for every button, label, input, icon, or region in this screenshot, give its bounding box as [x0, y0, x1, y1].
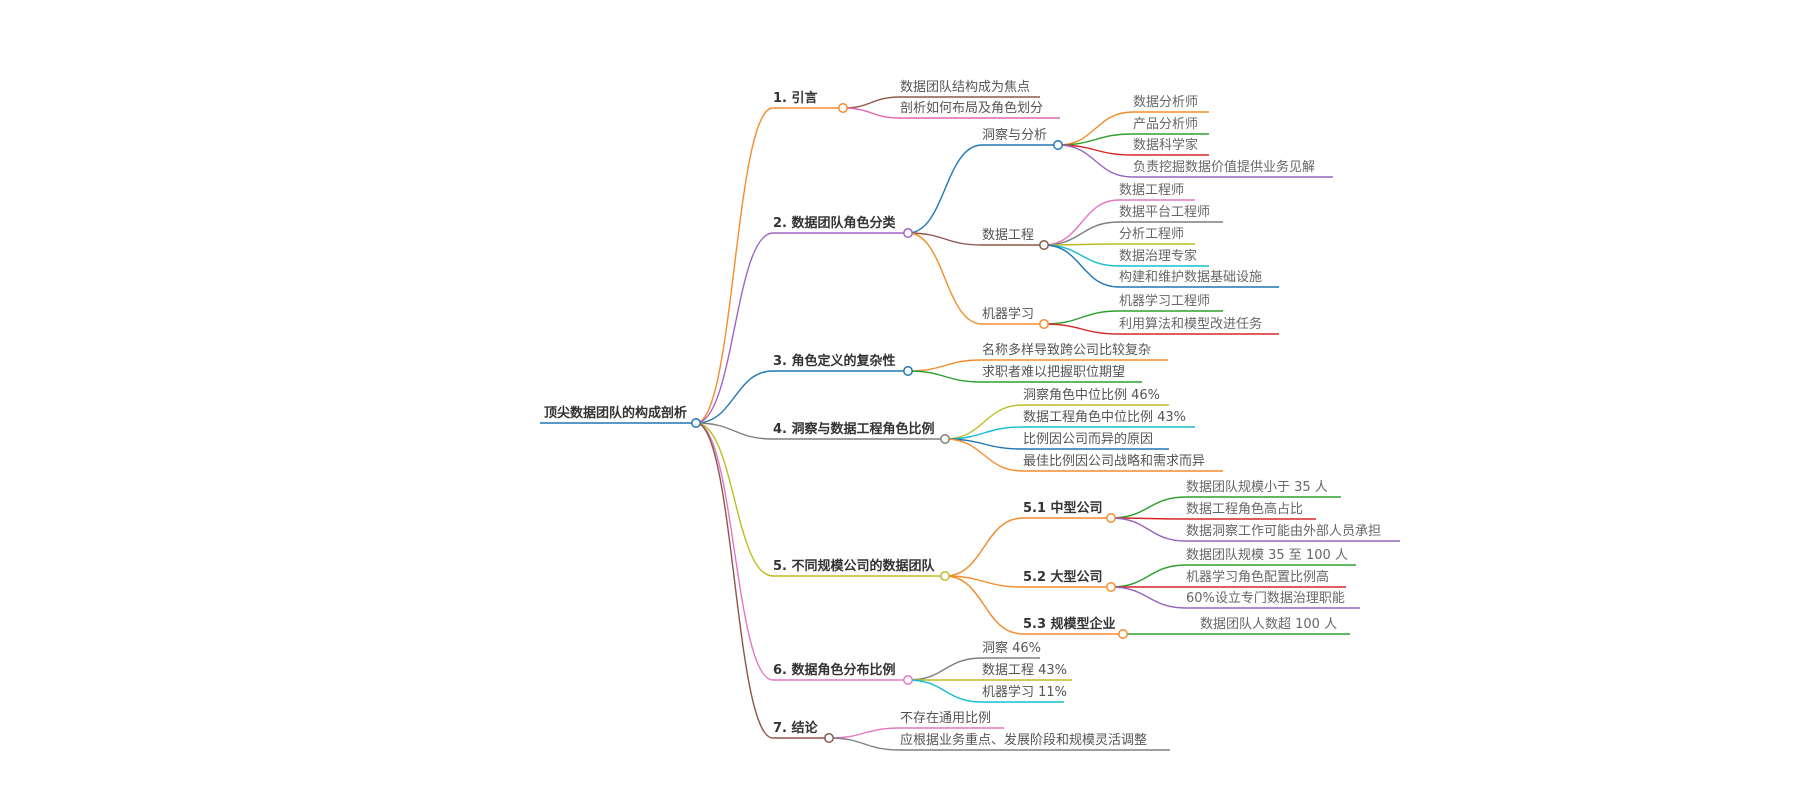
node-b5c2b-label: 机器学习角色配置比例高: [1186, 570, 1330, 585]
connector-b2c3-b2c3a: [1043, 310, 1120, 325]
node-root-label: 顶尖数据团队的构成剖析: [544, 406, 688, 421]
connector-b2c1-b2c1d: [1057, 144, 1134, 178]
node-b4c2-label: 数据工程角色中位比例 43%: [1023, 410, 1187, 425]
node-b6c2-label: 数据工程 43%: [982, 663, 1068, 678]
connector-b2c1-b2c1a: [1057, 111, 1134, 146]
connector-root-b1: [695, 107, 774, 424]
connector-b6-b6c1: [907, 657, 983, 681]
connector-root-b7: [695, 422, 774, 739]
connector-root-b3: [695, 370, 774, 424]
node-b2c3-label: 机器学习: [982, 307, 1035, 322]
node-b1c2-label: 剖析如何布局及角色划分: [900, 101, 1044, 116]
node-b5c3-dot: [1118, 629, 1128, 639]
node-b2-label: 2. 数据团队角色分类: [773, 216, 896, 231]
node-b5-dot: [940, 571, 950, 581]
node-b4-dot: [940, 434, 950, 444]
connector-b5c2-b5c2c: [1110, 586, 1187, 609]
connector-b2-b2c2: [907, 232, 983, 246]
node-b2c2e-label: 构建和维护数据基础设施: [1119, 270, 1263, 285]
connector-b2-b2c3: [907, 232, 983, 325]
node-b3c2-label: 求职者难以把握职位期望: [982, 365, 1126, 380]
node-b5c1a-label: 数据团队规模小于 35 人: [1186, 480, 1328, 495]
node-b1c1-label: 数据团队结构成为焦点: [900, 80, 1031, 95]
node-b2c1-label: 洞察与分析: [982, 128, 1048, 143]
node-b5c3-label: 5.3 规模型企业: [1023, 617, 1116, 632]
node-b2c1b-label: 产品分析师: [1133, 117, 1199, 132]
connector-b7-b7c1: [828, 727, 901, 739]
connector-b5c1-b5c1a: [1110, 496, 1187, 519]
node-b2c2-label: 数据工程: [982, 228, 1035, 243]
node-b2c3a-label: 机器学习工程师: [1119, 294, 1211, 309]
node-b7c1-label: 不存在通用比例: [900, 711, 992, 726]
node-b4c3-label: 比例因公司而异的原因: [1023, 432, 1154, 447]
connector-b2c2-b2c2b: [1043, 221, 1120, 246]
node-b5c1-label: 5.1 中型公司: [1023, 501, 1103, 516]
node-b2c2b-label: 数据平台工程师: [1119, 205, 1211, 220]
node-b1-label: 1. 引言: [773, 91, 818, 106]
node-b5c1-dot: [1106, 513, 1116, 523]
node-b2c3b-label: 利用算法和模型改进任务: [1119, 317, 1263, 332]
connector-b2c2-b2c2a: [1043, 199, 1120, 246]
node-b2c1a-label: 数据分析师: [1133, 95, 1199, 110]
node-b3-label: 3. 角色定义的复杂性: [773, 354, 896, 369]
connector-b5-b5c1: [944, 517, 1024, 577]
connector-b2c2-b2c2d: [1043, 244, 1120, 267]
node-b2c1c-label: 数据科学家: [1133, 138, 1199, 153]
node-b5c2-dot: [1106, 582, 1116, 592]
node-b5c1c-label: 数据洞察工作可能由外部人员承担: [1186, 524, 1382, 539]
node-b2c2d-label: 数据治理专家: [1119, 249, 1198, 264]
connector-b5-b5c2: [944, 575, 1024, 588]
node-b2c3-dot: [1039, 319, 1049, 329]
node-b2c1-dot: [1053, 140, 1063, 150]
connector-b2-b2c1: [907, 144, 983, 234]
node-b6c3-label: 机器学习 11%: [982, 685, 1068, 700]
node-b6c1-label: 洞察 46%: [982, 641, 1042, 656]
node-b1-dot: [838, 103, 848, 113]
node-b7-label: 7. 结论: [773, 721, 818, 736]
node-b7-dot: [824, 733, 834, 743]
node-b4c1-label: 洞察角色中位比例 46%: [1023, 388, 1161, 403]
node-b7c2-label: 应根据业务重点、发展阶段和规模灵活调整: [900, 733, 1148, 748]
node-b2c1d-label: 负责挖掘数据价值提供业务见解: [1133, 160, 1316, 175]
node-b5c1b-label: 数据工程角色高占比: [1186, 502, 1304, 517]
node-b2c2c-label: 分析工程师: [1119, 227, 1185, 242]
connector-b6-b6c3: [907, 679, 983, 703]
node-b2c2a-label: 数据工程师: [1119, 183, 1185, 198]
connector-root-b2: [695, 232, 774, 424]
node-b6-dot: [903, 675, 913, 685]
node-b6-label: 6. 数据角色分布比例: [773, 663, 896, 678]
node-b4-label: 4. 洞察与数据工程角色比例: [773, 422, 935, 437]
node-b5c2-label: 5.2 大型公司: [1023, 570, 1103, 585]
node-b3-dot: [903, 366, 913, 376]
node-b5c2c-label: 60%设立专门数据治理职能: [1186, 591, 1345, 606]
connector-root-b4: [695, 422, 774, 440]
connector-b2c2-b2c2e: [1043, 244, 1120, 288]
connector-b1-b1c1: [842, 96, 901, 109]
node-root-dot: [691, 418, 701, 428]
connector-b5c2-b5c2a: [1110, 564, 1187, 588]
node-b3c1-label: 名称多样导致跨公司比较复杂: [982, 343, 1152, 358]
connector-b3-b3c2: [907, 370, 983, 383]
node-b5c2a-label: 数据团队规模 35 至 100 人: [1186, 548, 1348, 563]
connector-b3-b3c1: [907, 359, 983, 372]
node-b4c4-label: 最佳比例因公司战略和需求而异: [1023, 454, 1206, 469]
connector-root-b6: [695, 422, 774, 681]
node-b5c3a-label: 数据团队人数超 100 人: [1200, 617, 1338, 632]
connector-b7-b7c2: [828, 737, 901, 751]
connector-b1-b1c2: [842, 107, 901, 119]
node-b2c2-dot: [1039, 240, 1049, 250]
connector-root-b5: [695, 422, 774, 577]
connector-b5c1-b5c1c: [1110, 517, 1187, 542]
node-b5-label: 5. 不同规模公司的数据团队: [773, 559, 935, 574]
connector-b4-b4c2: [944, 426, 1024, 440]
node-b2-dot: [903, 228, 913, 238]
connector-b2c3-b2c3b: [1043, 323, 1120, 335]
connector-b4-b4c1: [944, 404, 1024, 440]
connector-b5-b5c3: [944, 575, 1024, 635]
connector-b4-b4c4: [944, 438, 1024, 472]
